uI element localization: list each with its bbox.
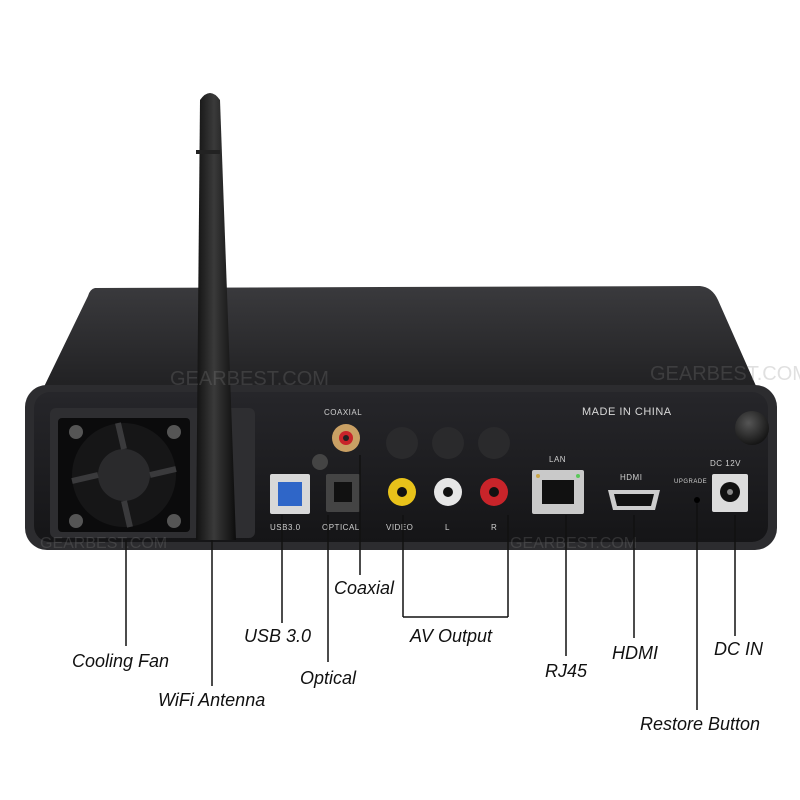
svg-text:COAXIAL: COAXIAL — [324, 408, 362, 417]
optical-port: OPTICAL — [322, 474, 360, 532]
svg-text:GEARBEST.COM: GEARBEST.COM — [650, 363, 800, 385]
knob — [735, 411, 769, 445]
rj45-callout: RJ45 — [545, 661, 588, 681]
dc-in-callout: DC IN — [714, 639, 763, 659]
svg-text:GEARBEST.COM: GEARBEST.COM — [40, 535, 167, 552]
svg-text:OPTICAL: OPTICAL — [322, 523, 360, 532]
svg-text:LAN: LAN — [549, 455, 566, 464]
callout-lines — [125, 455, 736, 710]
svg-text:HDMI: HDMI — [620, 473, 642, 482]
wifi-antenna-callout: WiFi Antenna — [158, 690, 266, 710]
av-output-callout: AV Output — [410, 626, 493, 646]
watermark: GEARBEST.COM GEARBEST.COM GEARBEST.COM G… — [40, 363, 800, 552]
hdmi-port: HDMI — [608, 473, 660, 510]
rj45-port: LAN — [532, 455, 584, 514]
made-in-label: MADE IN CHINA — [582, 406, 672, 418]
svg-text:UPGRADE: UPGRADE — [674, 479, 707, 485]
svg-text:VIDEO: VIDEO — [386, 523, 413, 532]
dc-in-port: DC 12V — [710, 459, 748, 512]
usb-callout: USB 3.0 — [244, 626, 312, 646]
svg-text:R: R — [491, 523, 497, 532]
screw — [312, 454, 328, 470]
wifi-antenna — [196, 93, 236, 540]
av-output-ports: VIDEO L R — [386, 427, 510, 532]
restore-button: UPGRADE — [674, 479, 707, 503]
optical-callout: Optical — [300, 668, 357, 688]
usb-port: USB3.0 — [270, 474, 310, 532]
cooling-fan-callout: Cooling Fan — [72, 651, 170, 671]
svg-text:GEARBEST.COM: GEARBEST.COM — [170, 368, 329, 390]
coaxial-port: COAXIAL — [324, 408, 362, 452]
coaxial-callout: Coaxial — [334, 578, 395, 598]
hdmi-callout: HDMI — [612, 643, 658, 663]
restore-button-callout: Restore Button — [640, 714, 761, 734]
svg-text:USB3.0: USB3.0 — [270, 523, 301, 532]
svg-text:DC 12V: DC 12V — [710, 459, 741, 468]
svg-text:GEARBEST.COM: GEARBEST.COM — [510, 535, 637, 552]
svg-text:L: L — [445, 523, 450, 532]
